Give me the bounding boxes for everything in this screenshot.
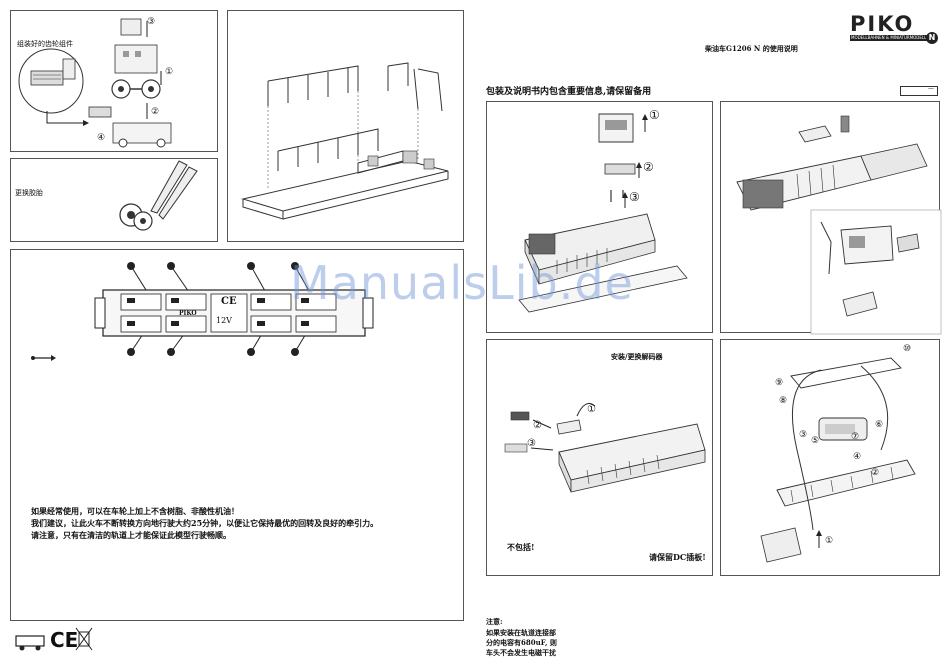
railing-exploded-drawing — [241, 62, 449, 220]
motor-step-9: ⑨ — [775, 378, 784, 388]
disassembly-step-3: ③ — [629, 190, 640, 204]
disassembly-step-2: ② — [643, 160, 654, 174]
decoder-step-1: ① — [587, 404, 596, 415]
disassembly-step-1: ① — [649, 108, 660, 122]
motor-exploded-drawing — [760, 357, 916, 563]
gear-assembly-drawing — [18, 18, 172, 148]
keep-manual-notice: 包装及说明书内包含重要信息,请保留备用 — [486, 87, 652, 97]
care-line-2: 我们建议，让此火车不断转换方向地行驶大约25分钟，以便让它保持最优的回转及良好的… — [31, 518, 379, 528]
decoder-install-panel: 安装/更换解码器 ① ② ③ 不包括! 请保留DC插板! — [486, 339, 713, 576]
tire-change-label: 更换胶胎 — [15, 189, 43, 197]
step-3: ③ — [147, 17, 156, 27]
step-4: ④ — [97, 133, 106, 143]
piko-logo-badge: N — [926, 32, 938, 44]
step-1: ① — [165, 67, 174, 77]
decoder-title: 安装/更换解码器 — [611, 352, 663, 361]
piko-logo-sub: MODELLBAHNEN & MINIATURMODELLE — [850, 35, 929, 41]
step-2: ② — [151, 107, 160, 117]
motor-step-4: ④ — [853, 452, 862, 462]
not-included-label: 不包括! — [507, 542, 535, 552]
note-title: 注意: — [486, 617, 503, 626]
body-disassembly-panel: ① ② ③ — [486, 101, 713, 333]
article-box: — — [900, 85, 938, 96]
care-line-3: 请注意，只有在清洁的轨道上才能保证此模型行驶畅顺。 — [31, 530, 231, 540]
motor-step-5: ⑤ — [811, 436, 820, 446]
footer-loco-icon — [15, 635, 45, 651]
body-disassembly-drawing — [518, 113, 688, 313]
motor-step-8: ⑧ — [779, 396, 788, 406]
gear-assembly-label: 组装好的齿轮组件 — [17, 40, 73, 48]
board-logo: PIKO — [179, 310, 197, 317]
motor-step-6: ⑥ — [875, 420, 884, 430]
motor-step-2: ② — [871, 468, 880, 478]
board-voltage-label: 12V — [216, 316, 232, 325]
footer-ce-mark: CE — [50, 628, 79, 652]
manual-title: 柴油车G1206 N 的使用说明 — [705, 44, 798, 53]
decoder-install-drawing — [504, 403, 706, 493]
keep-dc-plug-label: 请保留DC插板! — [649, 552, 706, 562]
piko-logo: PIKO MODELLBAHNEN & MINIATURMODELLE N — [850, 12, 940, 46]
note-line-3: 车头不会发生电磁干扰 — [486, 648, 556, 657]
exploded-body-panel — [720, 101, 942, 335]
motor-step-3: ③ — [799, 430, 808, 440]
decoder-step-3: ③ — [527, 438, 536, 449]
note-line-1: 如果安装在轨道连接部 — [486, 628, 556, 637]
piko-logo-word: PIKO — [850, 12, 915, 36]
circuit-board-panel: CE 12V PIKO 如果经常使用，可以在车轮上加上不含树脂、非酸性机油！ 我… — [10, 249, 464, 621]
board-ce-mark: CE — [221, 296, 237, 307]
circuit-board-drawing — [31, 262, 374, 361]
motor-step-10: ⑩ — [903, 344, 912, 354]
motor-exploded-panel: ⑩ ⑨ ⑧ ③ ⑤ ⑦ ⑥ ④ ② ① — [720, 339, 940, 576]
tweezers-wheel-drawing — [119, 160, 198, 231]
exploded-body-drawing — [736, 115, 942, 335]
decoder-step-2: ② — [533, 420, 542, 431]
weee-bin-icon — [75, 627, 93, 651]
watermark: ManualsLib.de — [290, 256, 634, 310]
article-box-text: — — [928, 85, 934, 92]
gear-assembly-panel: 组装好的齿轮组件 ③ ① ② ④ — [10, 10, 218, 152]
motor-step-1: ① — [825, 536, 834, 546]
note-line-2: 分的电容有680uF, 则 — [486, 638, 557, 647]
motor-step-7: ⑦ — [851, 432, 860, 442]
care-line-1: 如果经常使用，可以在车轮上加上不含树脂、非酸性机油！ — [31, 506, 239, 516]
tire-change-panel: 更换胶胎 — [10, 158, 218, 242]
railing-assembly-panel — [227, 10, 464, 242]
